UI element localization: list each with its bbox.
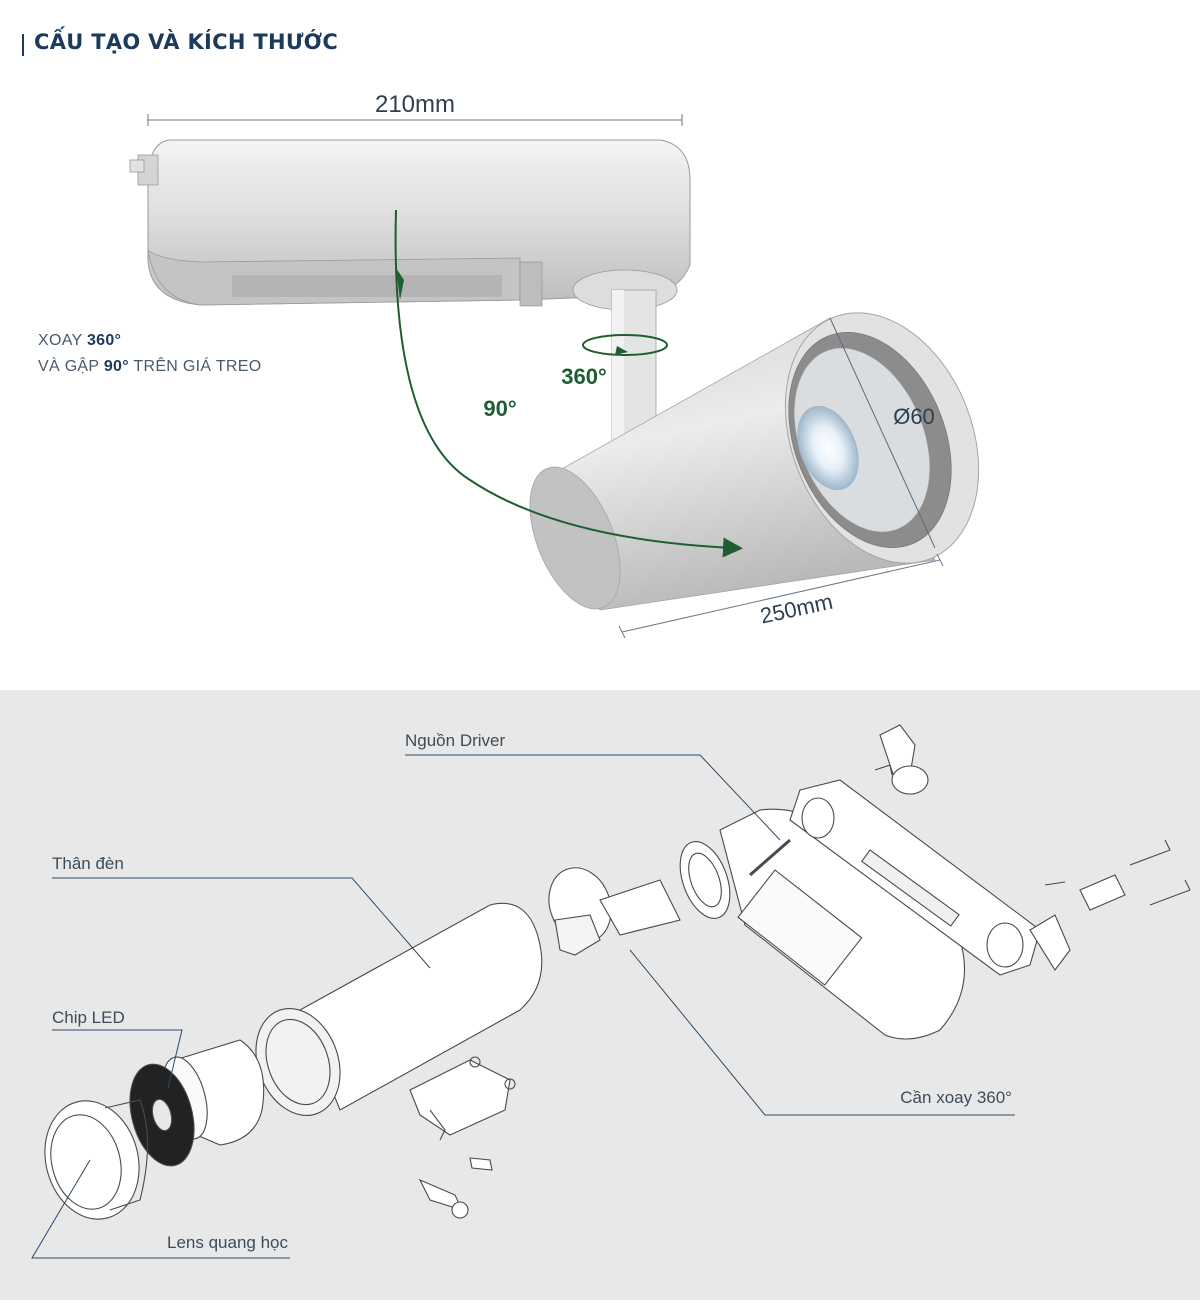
length-dimension xyxy=(618,553,944,639)
label-lens: Lens quang học xyxy=(167,1233,288,1252)
swivel-arm-part xyxy=(548,841,731,956)
exploded-view-section: Nguồn Driver Thân đèn Chip LED Cần xoay … xyxy=(0,690,1200,1300)
note-bold: 90° xyxy=(103,358,129,375)
tilt-label: 90° xyxy=(483,396,516,421)
rotation-note-line2: VÀ GẬP 90° TRÊN GIÁ TREO xyxy=(38,358,261,376)
page-title: CẤU TẠO VÀ KÍCH THƯỚC xyxy=(34,30,339,54)
dimension-diagram: 210mm Ø60 250mm 90° 360° xyxy=(129,91,980,639)
tilt-arc-arrow xyxy=(394,209,743,558)
rail-adapter-part xyxy=(789,779,1041,976)
diameter-line xyxy=(829,317,936,549)
note-text: XOAY xyxy=(38,332,87,349)
title-accent-bar xyxy=(22,34,24,56)
mounting-bracket-part xyxy=(409,1056,516,1141)
rotation-note-line1: XOAY 360° xyxy=(38,332,121,350)
spin-ellipse-arrow xyxy=(582,334,668,356)
label-driver: Nguồn Driver xyxy=(405,731,505,750)
lamp-body-part xyxy=(255,902,543,1117)
dimension-section: 210mm Ø60 250mm 90° 360° xyxy=(0,60,1200,690)
label-arm: Cần xoay 360° xyxy=(900,1088,1012,1107)
clips-part xyxy=(879,724,1191,971)
tilt-arc-arrowhead xyxy=(396,268,404,300)
label-chip: Chip LED xyxy=(52,1008,125,1027)
diameter-label: Ø60 xyxy=(893,404,935,429)
screws-part xyxy=(418,764,1066,1219)
leader-lens xyxy=(31,1159,290,1259)
spin-label: 360° xyxy=(561,364,607,389)
exploded-parts xyxy=(44,724,1191,1220)
leader-lines xyxy=(31,754,1015,1259)
note-text: TRÊN GIÁ TREO xyxy=(128,358,262,375)
chip-led-part xyxy=(129,1063,195,1167)
note-text: VÀ GẬP xyxy=(38,358,104,375)
width-dimension xyxy=(147,114,683,126)
leader-driver xyxy=(405,754,781,841)
label-body: Thân đèn xyxy=(52,854,124,873)
spin-arrowhead xyxy=(615,346,628,355)
lens-part xyxy=(44,1099,148,1220)
length-label: 250mm xyxy=(758,589,835,629)
note-bold: 360° xyxy=(86,332,122,349)
width-label: 210mm xyxy=(375,91,455,118)
leader-body xyxy=(52,877,431,969)
lamp-body-tube xyxy=(529,312,980,611)
track-adapter xyxy=(129,139,691,441)
leader-chip xyxy=(52,1029,183,1089)
exploded-view-diagram: Nguồn Driver Thân đèn Chip LED Cần xoay … xyxy=(31,724,1191,1259)
leader-arm xyxy=(629,949,1015,1116)
